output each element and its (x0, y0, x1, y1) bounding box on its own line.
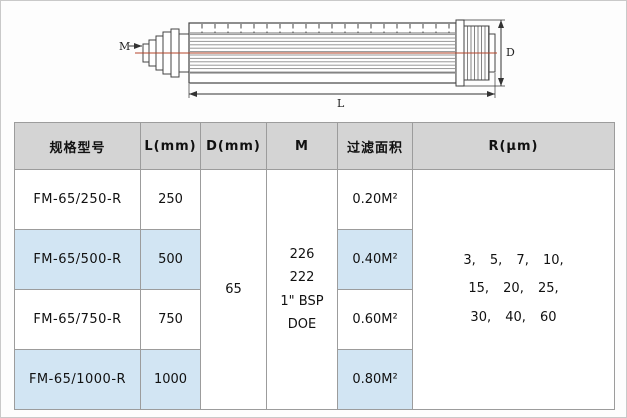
col-header-length: L(mm) (140, 122, 201, 170)
length-cell: 250 (140, 169, 201, 230)
col-header-model: 规格型号 (14, 122, 141, 170)
micron-line: 15, 20, 25, (468, 281, 559, 297)
table-row: FM-65/500-R 500 0.40M² (14, 229, 615, 290)
table-row: FM-65/750-R 750 0.60M² (14, 289, 615, 350)
area-cell: 0.20M² (337, 169, 413, 230)
model-cell: FM-65/250-R (14, 169, 141, 230)
l-label: L (337, 97, 345, 110)
model-cell: FM-65/500-R (14, 229, 141, 290)
col-header-diameter: D(mm) (200, 122, 267, 170)
dimension-m: M (119, 40, 142, 53)
col-header-area: 过滤面积 (337, 122, 413, 170)
length-cell: 1000 (140, 349, 201, 410)
col-header-m: M (266, 122, 338, 170)
m-spec-line: 1" BSP (280, 293, 324, 309)
area-cell: 0.40M² (337, 229, 413, 290)
spec-table: 规格型号 L(mm) D(mm) M 过滤面积 R(μm) FM-65/250-… (14, 122, 615, 410)
perforation-band (190, 24, 455, 33)
micron-line: 30, 40, 60 (470, 309, 557, 325)
table-row: FM-65/250-R 250 65 226 222 1" BSP DOE 0.… (14, 169, 615, 410)
dimension-d: D (458, 19, 515, 87)
diameter-cell: 65 (200, 169, 267, 410)
d-label: D (506, 46, 515, 59)
dimension-l: L (188, 73, 496, 110)
length-cell: 500 (140, 229, 201, 290)
micron-line: 3, 5, 7, 10, (463, 252, 564, 268)
micron-cell: 3, 5, 7, 10, 15, 20, 25, 30, 40, 60 (412, 169, 615, 410)
area-cell: 0.80M² (337, 349, 413, 410)
m-spec-cell: 226 222 1" BSP DOE (266, 169, 338, 410)
filter-diagram: M D L (1, 3, 626, 119)
m-label: M (119, 40, 130, 53)
model-cell: FM-65/1000-R (14, 349, 141, 410)
area-cell: 0.60M² (337, 289, 413, 350)
col-header-micron: R(μm) (412, 122, 615, 170)
length-cell: 750 (140, 289, 201, 350)
header-row: 规格型号 L(mm) D(mm) M 过滤面积 R(μm) (14, 122, 615, 170)
model-cell: FM-65/750-R (14, 289, 141, 350)
m-spec-line: DOE (287, 316, 317, 332)
m-spec-line: 222 (289, 270, 315, 286)
filter-diagram-svg: M D L (119, 19, 515, 110)
m-spec-line: 226 (289, 246, 315, 262)
table-row: FM-65/1000-R 1000 0.80M² (14, 349, 615, 410)
